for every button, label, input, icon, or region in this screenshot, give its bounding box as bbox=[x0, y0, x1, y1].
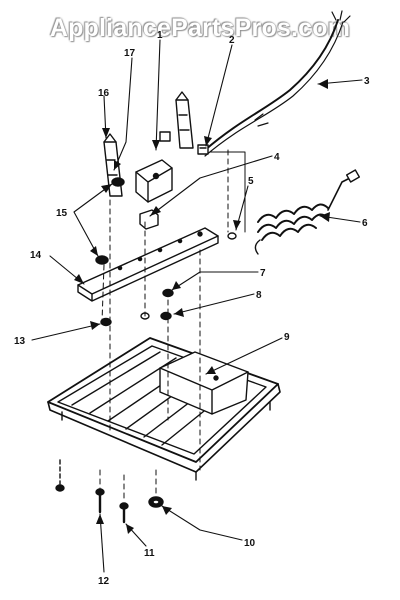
callout-5: 5 bbox=[248, 176, 254, 187]
drain-pan-part bbox=[47, 337, 281, 481]
screw-part bbox=[100, 288, 174, 327]
callout-9: 9 bbox=[284, 332, 290, 343]
foot-screw-part bbox=[55, 459, 164, 524]
callout-12: 12 bbox=[98, 576, 110, 587]
callout-15: 15 bbox=[56, 208, 68, 219]
callout-1: 1 bbox=[157, 30, 163, 41]
mounting-rail-part bbox=[77, 227, 219, 302]
terminal-block-part bbox=[135, 159, 173, 203]
callout-14: 14 bbox=[30, 250, 42, 261]
screw-part bbox=[95, 177, 125, 265]
callout-16: 16 bbox=[98, 88, 110, 99]
callout-13: 13 bbox=[14, 336, 26, 347]
callout-8: 8 bbox=[256, 290, 262, 301]
cord-wire-part bbox=[204, 10, 351, 157]
callout-17: 17 bbox=[124, 48, 136, 59]
leader-arrowheads bbox=[74, 79, 330, 534]
post-right-part bbox=[175, 91, 194, 149]
leader-lines bbox=[31, 39, 363, 573]
coiled-cord-part bbox=[254, 169, 361, 255]
callout-4: 4 bbox=[274, 152, 280, 163]
callout-3: 3 bbox=[364, 76, 370, 87]
washer-part bbox=[227, 232, 237, 240]
callout-7: 7 bbox=[260, 268, 266, 279]
watermark: AppliancePartsPros.com bbox=[49, 14, 351, 42]
callout-6: 6 bbox=[362, 218, 368, 229]
small-bracket-part bbox=[159, 131, 171, 142]
cord-clip-part bbox=[197, 144, 209, 155]
callout-10: 10 bbox=[244, 538, 256, 549]
callout-2: 2 bbox=[229, 35, 235, 46]
cord-guide-line bbox=[209, 151, 246, 233]
callout-11: 11 bbox=[144, 548, 155, 559]
assembly-lines bbox=[99, 149, 229, 503]
